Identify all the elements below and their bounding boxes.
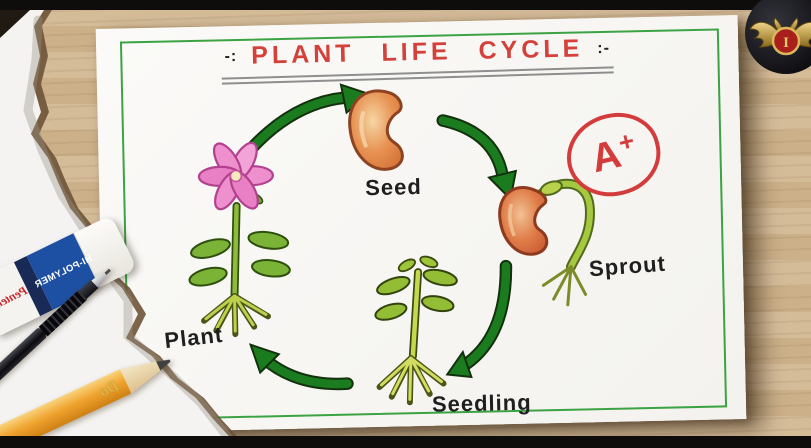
yellow-pencil-text: Do <box>96 376 122 401</box>
eraser-brand: Pentel <box>0 282 30 309</box>
arrow-seed-to-sprout <box>436 114 518 202</box>
plant-drawing <box>188 141 291 338</box>
title-decoration-right: :- <box>597 39 611 57</box>
label-seed: Seed <box>364 173 423 201</box>
letterbox-top <box>0 0 811 10</box>
arrow-sprout-to-seedling <box>445 259 513 379</box>
drawing-sheet: -: PLANT LIFE CYCLE :- <box>95 15 747 433</box>
seed-drawing <box>348 89 404 171</box>
channel-logo: I <box>745 0 811 74</box>
label-seedling: Seedling <box>431 389 532 417</box>
logo-letter: I <box>783 35 789 51</box>
flower <box>197 141 275 211</box>
seedling-drawing <box>374 255 458 406</box>
sprout-drawing <box>498 178 595 307</box>
arrow-seedling-to-plant <box>248 343 354 391</box>
cycle-drawing <box>188 83 595 406</box>
letterbox-bottom <box>0 436 811 448</box>
winged-emblem-icon: I <box>749 17 811 56</box>
arrow-plant-to-seed <box>244 83 372 156</box>
